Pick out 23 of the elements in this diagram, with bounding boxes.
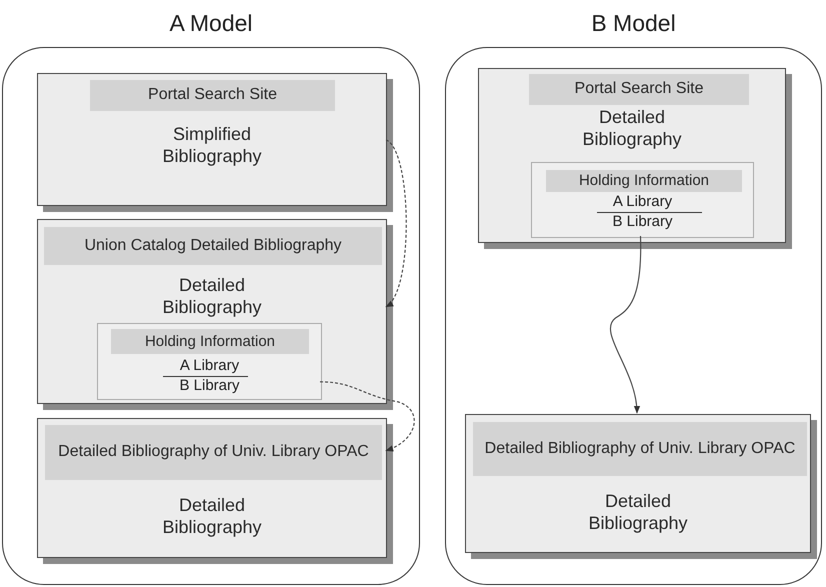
header-bar: Holding Information	[546, 170, 742, 192]
body-text: Simplified Bibliography	[161, 124, 263, 168]
library-text: B Library	[611, 213, 674, 231]
header-bar: Union Catalog Detailed Bibliography	[44, 227, 382, 265]
header-bar: Detailed Bibliography of Univ. Library OPAC	[473, 422, 807, 476]
panel-title: A Model	[168, 10, 254, 37]
body-text: Detailed Bibliography	[161, 275, 263, 318]
header-bar: Holding Information	[111, 329, 309, 354]
header-bar: Portal Search Site	[90, 80, 335, 111]
connector-arrow	[610, 236, 642, 414]
body-text: Detailed Bibliography	[587, 491, 689, 534]
connector-arrow	[320, 381, 415, 452]
holding-box	[531, 162, 754, 238]
header-bar: Detailed Bibliography of Univ. Library OPAC	[45, 425, 382, 480]
library-text: B Library	[178, 377, 241, 395]
body-text: Detailed Bibliography	[581, 107, 683, 150]
holding-box	[97, 323, 322, 400]
connector-arrow	[385, 139, 407, 308]
library-text: A Library	[612, 193, 674, 211]
body-text: Detailed Bibliography	[161, 495, 263, 538]
header-bar: Portal Search Site	[529, 74, 749, 105]
panel-title: B Model	[590, 10, 677, 37]
library-text: A Library	[178, 357, 240, 375]
